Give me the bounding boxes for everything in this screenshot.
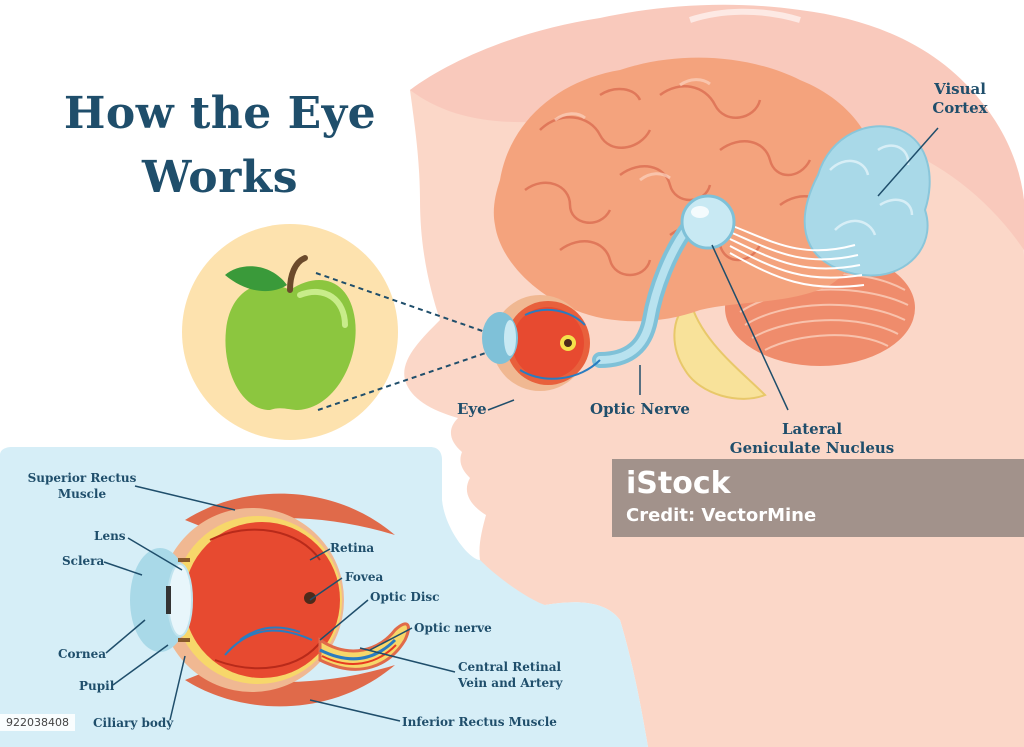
hair bbox=[410, 4, 1024, 251]
label-superior-rectus-line1: Superior Rectus bbox=[27, 471, 137, 485]
label-optic-nerve: Optic Nerve bbox=[590, 400, 690, 418]
leader-lines bbox=[103, 127, 939, 722]
small-eye bbox=[482, 295, 601, 391]
label-cornea: Cornea bbox=[58, 647, 107, 661]
label-lgn-line1: Lateral bbox=[781, 420, 843, 438]
apple-stem bbox=[287, 255, 308, 293]
fovea-marker bbox=[304, 592, 316, 604]
label-lgn-line2: Geniculate Nucleus bbox=[729, 439, 895, 457]
label-sclera: Sclera bbox=[62, 554, 105, 568]
optic-radiation bbox=[729, 224, 865, 288]
label-inferior-rectus-muscle: Inferior Rectus Muscle bbox=[402, 715, 557, 729]
brainstem bbox=[673, 298, 767, 400]
label-eye: Eye bbox=[457, 400, 487, 418]
label-fovea: Fovea bbox=[345, 570, 384, 584]
brain-highlights bbox=[554, 78, 711, 182]
image-id-tag: 922038408 bbox=[0, 714, 75, 731]
large-eye bbox=[130, 493, 410, 707]
apple bbox=[225, 280, 356, 410]
superior-rectus-muscle bbox=[185, 493, 395, 535]
label-central-retinal-line1: Central Retinal bbox=[458, 660, 562, 674]
watermark-banner bbox=[612, 459, 1024, 537]
label-retina: Retina bbox=[330, 541, 375, 555]
watermark-brand: iStock bbox=[626, 466, 731, 501]
pupil-shape bbox=[166, 586, 171, 614]
lens-shape bbox=[167, 563, 193, 637]
page-title-line2: Works bbox=[141, 152, 299, 203]
label-visual-cortex: Visual Cortex bbox=[924, 80, 996, 118]
label-optic-nerve-detail: Optic nerve bbox=[414, 621, 492, 635]
label-central-retinal-line2: Vein and Artery bbox=[458, 676, 563, 690]
label-ciliary-body: Ciliary body bbox=[93, 716, 174, 730]
label-lens: Lens bbox=[94, 529, 126, 543]
label-pupil: Pupil bbox=[79, 679, 115, 693]
apple-leaf bbox=[225, 266, 287, 292]
visual-cortex bbox=[803, 125, 931, 277]
label-superior-rectus-line2: Muscle bbox=[57, 487, 107, 501]
lateral-geniculate-nucleus bbox=[680, 194, 736, 250]
page-title-line1: How the Eye bbox=[63, 88, 377, 139]
label-optic-disc: Optic Disc bbox=[370, 590, 440, 604]
label-central-retinal: Central Retinal Vein and Artery bbox=[458, 659, 562, 691]
inferior-rectus-muscle bbox=[185, 665, 395, 707]
label-visual-cortex-line2: Cortex bbox=[932, 99, 988, 117]
hair-strand bbox=[689, 8, 801, 23]
label-visual-cortex-line1: Visual bbox=[934, 80, 986, 98]
label-lateral-geniculate-nucleus: Lateral Geniculate Nucleus bbox=[722, 420, 902, 458]
watermark-credit: Credit: VectorMine bbox=[626, 505, 817, 526]
page-title: How the Eye Works bbox=[40, 82, 400, 210]
label-superior-rectus-muscle: Superior Rectus Muscle bbox=[22, 470, 142, 502]
